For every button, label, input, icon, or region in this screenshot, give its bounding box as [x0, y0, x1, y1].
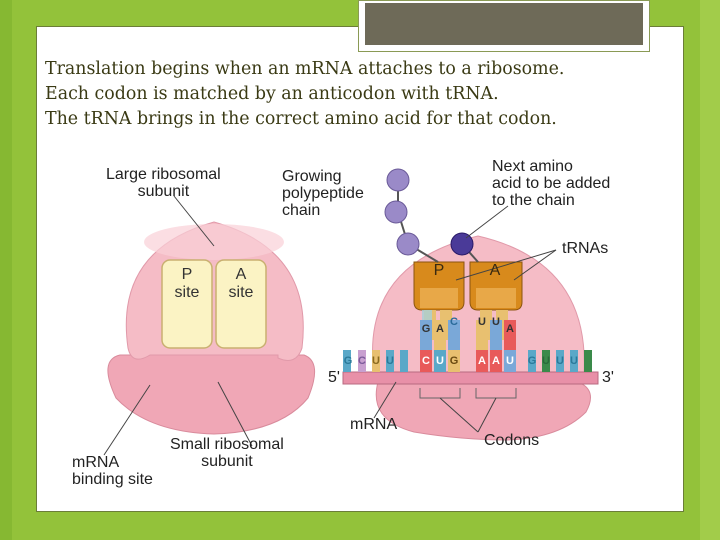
mrna-letter: U — [436, 355, 444, 367]
mrna-letter: C — [422, 355, 430, 367]
mrna-letter: U — [542, 355, 550, 367]
mrna-letter: U — [556, 355, 564, 367]
anticodon-letter: C — [450, 316, 458, 328]
anticodon-letter: A — [436, 323, 444, 335]
title-box-fill — [365, 3, 643, 45]
a-site-box — [215, 259, 267, 349]
mrna-strand — [342, 350, 599, 385]
mrna-letter: A — [492, 355, 500, 367]
p-site-label: P site — [174, 266, 200, 301]
growing-chain-label: Growing polypeptide chain — [282, 168, 364, 219]
text-line: The tRNA brings in the correct amino aci… — [45, 109, 557, 129]
five-prime-label: 5' — [328, 369, 340, 386]
mrna-letter: G — [343, 355, 353, 367]
left-ribosome — [103, 195, 315, 456]
title-box — [358, 0, 650, 52]
mrna-letter: U — [372, 355, 380, 367]
mrna-letter: A — [478, 355, 486, 367]
mrna-letter: C — [358, 355, 366, 367]
three-prime-label: 3' — [602, 369, 614, 386]
left-small-subunit — [107, 354, 315, 435]
large-subunit-label: Large ribosomal subunit — [106, 166, 221, 200]
text-line: Translation begins when an mRNA attaches… — [45, 59, 565, 79]
translation-diagram: Large ribosomal subunit P site A site Sm… — [38, 150, 682, 505]
mrna-letter: U — [506, 355, 514, 367]
right-ribosome — [342, 168, 599, 441]
p-site-box — [161, 259, 213, 349]
a-site-label: A site — [228, 266, 254, 301]
anticodon-letter: U — [478, 316, 486, 328]
next-amino-label: Next amino acid to be added to the chain — [492, 158, 611, 209]
trna-a — [469, 261, 523, 340]
mrna-letter: U — [386, 355, 394, 367]
polypeptide-chain — [384, 168, 479, 263]
small-subunit-label: Small ribosomal subunit — [170, 436, 284, 470]
mrna-letter: G — [527, 355, 537, 367]
mrna-letter: G — [449, 355, 459, 367]
right-small-subunit — [375, 381, 591, 441]
mrna-label: mRNA — [350, 416, 398, 433]
anticodon-letter: U — [492, 316, 500, 328]
anticodon-letter: A — [506, 323, 514, 335]
anticodon-pegs — [420, 320, 516, 350]
diagram-graphics — [103, 168, 599, 456]
codons-label: Codons — [484, 432, 540, 449]
mrna-binding-label: mRNA binding site — [72, 454, 153, 488]
trna-a-label: A — [489, 262, 501, 279]
trna-p-label: P — [433, 262, 445, 279]
trnas-label: tRNAs — [562, 240, 609, 257]
text-line: Each codon is matched by an anticodon wi… — [45, 84, 499, 104]
slide-text: Translation begins when an mRNA attaches… — [45, 57, 665, 132]
mrna-letter: U — [570, 355, 578, 367]
anticodon-letter: G — [421, 323, 431, 335]
